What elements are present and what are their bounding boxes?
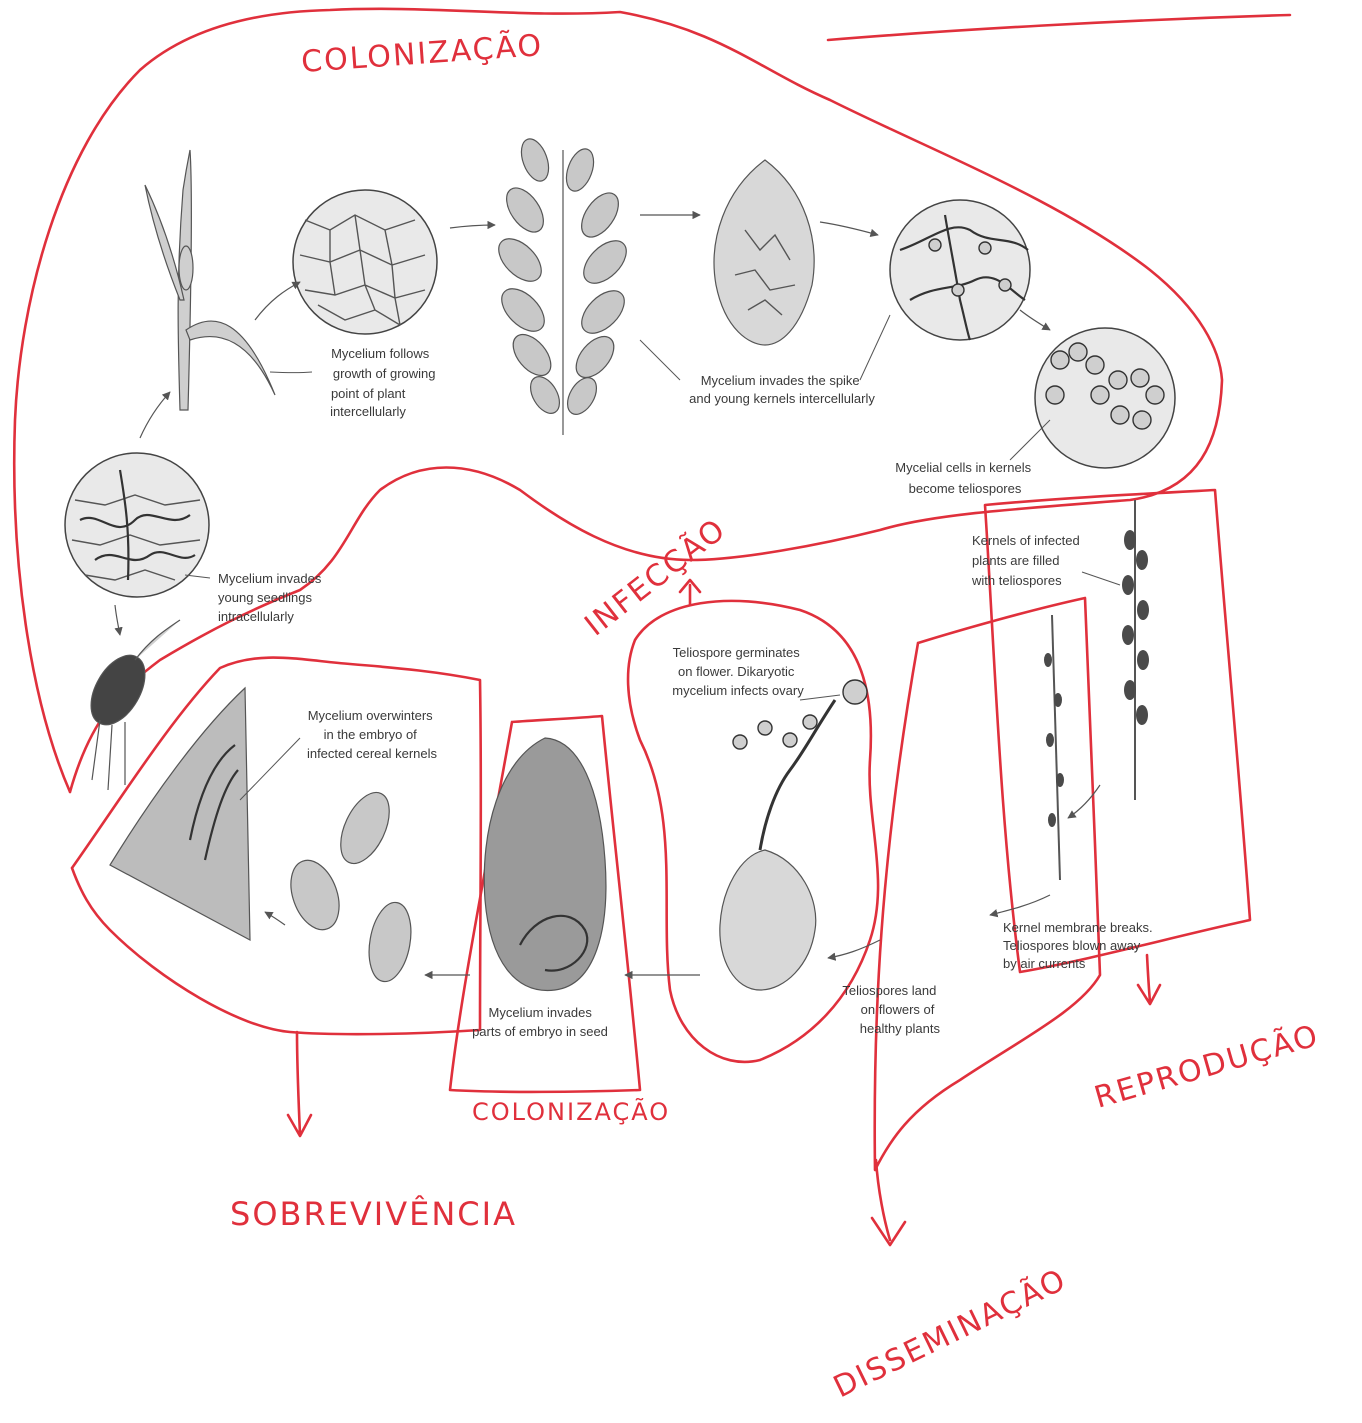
label-reproducao: REPRODUÇÃO	[1090, 1017, 1323, 1116]
label-colonizacao-bottom: COLONIZAÇÃO	[472, 1096, 670, 1126]
embryo-section-illustration	[110, 688, 250, 940]
caption-teliospores-become: Mycelial cells in kernels become teliosp…	[895, 460, 1034, 496]
survival-arrow	[288, 1032, 311, 1136]
teliospore-germination-illustration	[720, 680, 867, 990]
cereal-kernels-illustration	[282, 785, 417, 985]
wheat-spike-illustration	[491, 135, 634, 435]
reproduction-arrow	[1138, 955, 1160, 1004]
label-sobrevivencia: SOBREVIVÊNCIA	[230, 1195, 517, 1233]
dissemination-arrow	[872, 1160, 905, 1245]
infected-kernel-illustration	[714, 160, 814, 345]
red-annotation-outlines	[14, 9, 1290, 1245]
germinating-seed-illustration	[80, 620, 180, 790]
caption-teliospores-land: Teliospores land on flowers of healthy p…	[842, 983, 940, 1036]
top-right-stroke	[828, 15, 1290, 40]
teliospore-circle	[1035, 328, 1175, 468]
dissemination-outline	[875, 598, 1100, 1170]
infection-arrow	[680, 580, 700, 605]
label-colonizacao-top: COLONIZAÇÃO	[300, 27, 544, 80]
young-plant-illustration	[145, 150, 275, 410]
label-infeccao: INFECÇÃO	[578, 511, 733, 643]
caption-seedlings: Mycelium invades young seedlings intrace…	[218, 571, 325, 624]
caption-kernels-filled: Kernels of infected plants are filled wi…	[971, 533, 1083, 588]
label-disseminacao: DISSEMINAÇÃO	[828, 1261, 1073, 1405]
cell-circle-kernel	[890, 200, 1030, 340]
caption-overwinters: Mycelium overwinters in the embryo of in…	[307, 708, 438, 761]
caption-mycelium-follows: Mycelium follows growth of growing point…	[330, 346, 439, 419]
caption-germinates: Teliospore germinates on flower. Dikaryo…	[672, 645, 804, 698]
caption-embryo-seed: Mycelium invades parts of embryo in seed	[472, 1005, 608, 1039]
cell-circle-growth	[293, 190, 437, 334]
caption-mycelium-spike: Mycelium invades the spike and young ker…	[689, 373, 875, 406]
caption-membrane-breaks: Kernel membrane breaks. Teliospores blow…	[1003, 920, 1156, 971]
